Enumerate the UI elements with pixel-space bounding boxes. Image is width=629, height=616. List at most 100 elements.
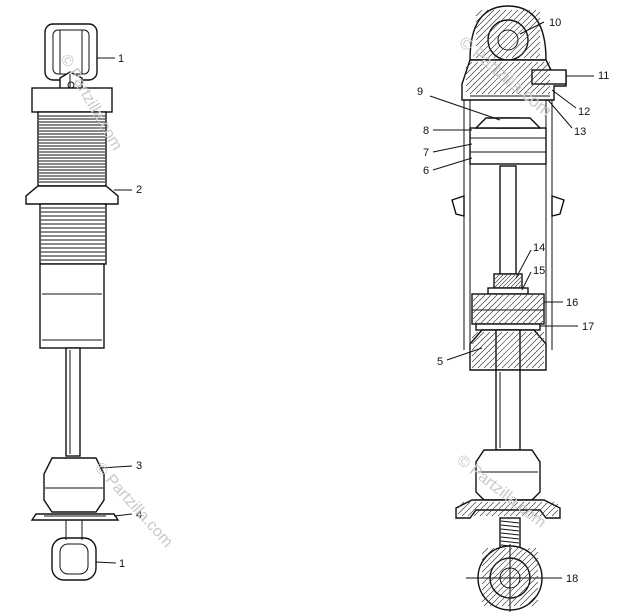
shaft-bearing: [469, 329, 547, 371]
hatch-line: [510, 294, 540, 324]
hatch-line: [461, 501, 477, 517]
hatch-line: [475, 9, 525, 59]
callout-16: 16: [566, 297, 578, 309]
hatch-line: [481, 547, 489, 555]
hatch-line: [493, 61, 527, 95]
callout-1-bottom: 1: [119, 558, 125, 570]
callout-9: 9: [417, 86, 423, 98]
hatch-line: [531, 599, 539, 607]
texture-line: [500, 540, 520, 544]
texture-line: [500, 524, 520, 528]
hatch-line: [489, 557, 539, 607]
hatch-line: [489, 331, 527, 369]
hatch-line: [473, 501, 489, 517]
hatch-line: [545, 503, 559, 517]
hatch-line: [540, 320, 544, 324]
hatch-line: [481, 9, 531, 59]
hatch-line: [519, 343, 545, 369]
hatch-line: [534, 314, 544, 324]
hatch-line: [525, 349, 545, 369]
hatch-line: [465, 61, 479, 75]
hatch-line: [481, 547, 525, 591]
cylinder-head: [461, 59, 567, 101]
hatch-line: [522, 302, 544, 324]
hatch-line: [547, 91, 551, 95]
hatch-line: [504, 294, 534, 324]
hatch-line: [475, 9, 513, 47]
hatch-line: [472, 294, 486, 308]
hatch-line: [491, 501, 507, 517]
hatch-line: [513, 337, 545, 369]
hatch-line: [457, 501, 471, 515]
spring-coils: [37, 111, 107, 187]
hatch-line: [513, 581, 539, 607]
hatch-line: [529, 47, 541, 59]
hatch-line: [498, 294, 528, 324]
hatch-line: [507, 575, 539, 607]
hatch-line: [483, 331, 521, 369]
hatch-line: [495, 331, 533, 369]
hatch-line: [485, 501, 501, 517]
hatch-line: [475, 9, 519, 53]
lower-washer: [30, 513, 120, 521]
hatch-line: [499, 17, 541, 59]
callout-1-top: 1: [118, 53, 124, 65]
body-cap: [31, 87, 113, 113]
hatch-line: [481, 547, 519, 585]
hatch-line: [475, 9, 495, 29]
hatch-line: [471, 331, 491, 351]
hatch-line: [483, 551, 539, 607]
hatch-line: [494, 274, 508, 288]
hatch-line: [465, 61, 473, 69]
callout-8: 8: [423, 125, 429, 137]
hatch-line: [533, 501, 549, 517]
hatch-line: [475, 9, 489, 23]
spring-collar: [25, 185, 119, 205]
hatch-line: [467, 501, 483, 517]
hatch-line: [475, 9, 501, 35]
callout-18: 18: [566, 573, 578, 585]
hatch-line: [539, 501, 555, 517]
hatch-line: [481, 547, 495, 561]
hatch-line: [472, 294, 492, 314]
hatch-line: [502, 274, 516, 288]
hatch-line: [471, 331, 479, 339]
cylinder: [463, 100, 553, 350]
hatch-line: [475, 9, 507, 41]
hatch-line: [541, 85, 551, 95]
hatch-line: [523, 41, 541, 59]
hatch-line: [457, 501, 465, 509]
hatch-line: [535, 79, 551, 95]
hatch-line: [487, 9, 537, 59]
hatch-line: [481, 547, 513, 579]
callout-7: 7: [423, 147, 429, 159]
hatch-line: [518, 284, 522, 288]
cross-section-view: 10 11 12 13 9 8 7 6 14 15 16 17 5 18 © P…: [417, 5, 609, 612]
hatch-line: [551, 509, 559, 517]
hatch-line: [517, 35, 541, 59]
hatch-line: [511, 29, 541, 59]
hatch-line: [505, 23, 541, 59]
hatch-line: [523, 67, 551, 95]
hatch-line: [481, 547, 507, 573]
hatch-line: [519, 587, 539, 607]
hatch-line: [465, 61, 491, 87]
hatch-line: [475, 9, 483, 17]
hatch-line: [480, 294, 510, 324]
hatch-line: [471, 331, 485, 345]
hatch-line: [527, 501, 543, 517]
texture-line: [500, 520, 520, 524]
callout-14: 14: [533, 242, 545, 254]
bump-stop: [43, 457, 105, 513]
spring-collar-section: [451, 195, 565, 217]
hatch-line: [481, 547, 501, 567]
hatch-line: [472, 294, 498, 320]
hatch-line: [528, 308, 544, 324]
hatch-line: [486, 294, 516, 324]
hatch-line: [475, 61, 509, 95]
hatch-line: [510, 276, 522, 288]
texture-line: [500, 528, 520, 532]
hatch-line: [469, 61, 503, 95]
callout-5: 5: [437, 356, 443, 368]
